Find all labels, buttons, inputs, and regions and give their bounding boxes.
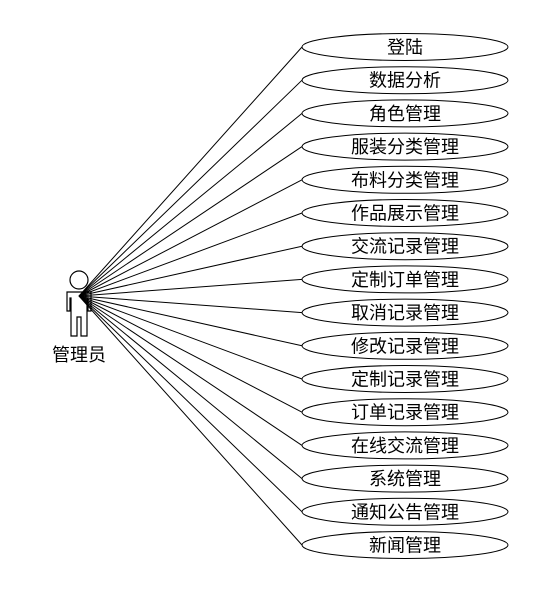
use-case: 定制订单管理: [301, 265, 509, 294]
use-case-label: 系统管理: [369, 469, 441, 490]
association-lines: [78, 46, 303, 546]
use-case: 系统管理: [301, 464, 509, 493]
association-line: [78, 295, 303, 314]
use-case-label: 服装分类管理: [351, 137, 459, 158]
use-case-ellipse: [301, 265, 509, 294]
use-case-ellipse: [301, 365, 509, 393]
association-line: [78, 179, 303, 297]
use-case: 修改记录管理: [301, 331, 509, 360]
use-case: 交流记录管理: [301, 232, 509, 261]
actor-admin: 管理员: [52, 270, 106, 366]
association-line: [78, 295, 303, 513]
use-case-ellipse: [301, 199, 509, 227]
association-line: [78, 146, 303, 297]
use-case-label: 布料分类管理: [351, 170, 459, 191]
use-case: 在线交流管理: [301, 431, 509, 460]
use-case-ellipse: [301, 132, 509, 161]
association-line: [78, 212, 303, 297]
association-line: [78, 295, 303, 546]
use-case-label: 定制记录管理: [351, 370, 459, 391]
use-case-label: 订单记录管理: [351, 403, 459, 424]
use-case-label: 修改记录管理: [351, 336, 459, 357]
use-case-ellipse: [301, 464, 509, 493]
use-case: 登陆: [301, 33, 509, 61]
association-line: [78, 295, 303, 479]
association-line: [78, 278, 303, 297]
use-case: 新闻管理: [301, 531, 509, 559]
actor-label: 管理员: [52, 345, 106, 366]
use-case-label: 通知公告管理: [351, 502, 459, 523]
association-line: [78, 295, 303, 380]
use-case-label: 数据分析: [369, 71, 441, 92]
use-case-ellipse: [301, 431, 509, 460]
use-case-ellipse: [301, 99, 509, 128]
association-line: [78, 295, 303, 413]
use-case: 订单记录管理: [301, 398, 509, 427]
use-case: 角色管理: [301, 99, 509, 128]
use-case-label: 定制订单管理: [351, 270, 459, 291]
use-case-label: 交流记录管理: [351, 237, 459, 258]
use-case-label: 登陆: [387, 38, 423, 59]
use-case-ellipse: [301, 66, 509, 95]
use-case-ellipse: [301, 331, 509, 360]
use-case-ellipse: [301, 298, 509, 327]
use-case: 数据分析: [301, 66, 509, 95]
use-case-label: 作品展示管理: [351, 204, 459, 225]
association-line: [78, 46, 303, 297]
association-line: [78, 245, 303, 297]
association-line: [78, 295, 303, 446]
use-case-label: 在线交流管理: [351, 436, 459, 457]
association-line: [78, 113, 303, 297]
association-line: [78, 79, 303, 297]
use-case-ellipse: [301, 165, 509, 194]
use-case: 作品展示管理: [301, 199, 509, 227]
use-case-label: 角色管理: [369, 104, 441, 125]
stick-figure-icon: [66, 270, 92, 337]
use-case: 布料分类管理: [301, 165, 509, 194]
use-case-list: 登陆数据分析角色管理服装分类管理布料分类管理作品展示管理交流记录管理定制订单管理…: [301, 33, 509, 559]
use-case: 通知公告管理: [301, 497, 509, 526]
use-case-label: 取消记录管理: [351, 303, 459, 324]
association-line: [78, 295, 303, 347]
use-case: 服装分类管理: [301, 132, 509, 161]
use-case-label: 新闻管理: [369, 536, 441, 557]
use-case-ellipse: [301, 398, 509, 427]
use-case: 定制记录管理: [301, 365, 509, 393]
use-case-ellipse: [301, 232, 509, 261]
use-case-ellipse: [301, 33, 509, 61]
use-case: 取消记录管理: [301, 298, 509, 327]
use-case-ellipse: [301, 531, 509, 559]
use-case-ellipse: [301, 497, 509, 526]
